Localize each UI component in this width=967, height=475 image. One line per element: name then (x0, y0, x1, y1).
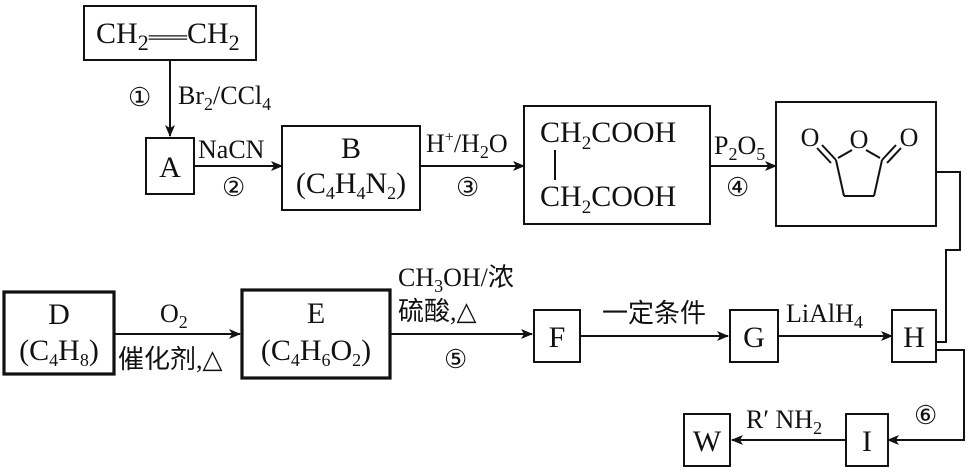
ring-bond (835, 159, 845, 197)
ring-oxygen: O (850, 125, 869, 154)
carbonyl-oxygen-right: O (900, 123, 919, 152)
D-to-E-reagent-top: O2 (160, 299, 188, 332)
succinic-top: CH2COOH (540, 116, 676, 154)
succinic-bottom: CH2COOH (540, 180, 676, 218)
anhydride-to-H-connector (936, 171, 961, 343)
node-B-formula: (C4H4N2) (296, 167, 406, 203)
carbonyl-bond (881, 144, 897, 161)
node-A-label: A (159, 151, 181, 184)
node-E-box (240, 288, 392, 380)
node-I-label: I (862, 425, 872, 458)
node-E-formula: (C4H6O2) (261, 334, 371, 370)
F-to-G-condition: 一定条件 (602, 299, 706, 328)
node-D-label: D (48, 298, 70, 331)
ethylene-formula: CH2═══CH2 (96, 17, 240, 55)
succinic-anhydride-structure: O O O (801, 123, 919, 197)
ring-bond (837, 149, 853, 159)
anhydride-box (775, 101, 937, 227)
carbonyl-oxygen-left: O (801, 123, 820, 152)
node-H-label: H (903, 321, 925, 354)
node-G-label: G (743, 321, 765, 354)
node-W-box (683, 413, 731, 467)
step4-number: ④ (726, 173, 749, 202)
step6-number: ⑥ (914, 401, 937, 430)
step3-reagent: H+/H2O (426, 129, 508, 162)
step5-number: ⑤ (444, 345, 467, 374)
node-G-box (729, 309, 779, 363)
step1-reagent: Br2/CCl4 (178, 81, 271, 114)
step4-reagent: P2O5 (714, 131, 765, 164)
carbonyl-bond (821, 144, 837, 161)
node-B-box (281, 125, 421, 211)
ring-bond (865, 149, 881, 159)
I-to-W-reagent: R′ NH2 (746, 405, 822, 438)
node-D-formula: (C4H8) (19, 334, 99, 370)
ring-bond (873, 159, 883, 197)
G-to-H-reagent: LiAlH4 (786, 299, 863, 332)
step5-reagent-line2: 硫酸,△ (398, 297, 477, 326)
step6-arrow (887, 349, 965, 445)
D-to-E-reagent-bottom: 催化剂,△ (118, 345, 223, 374)
step2-reagent: NaCN (198, 135, 265, 164)
node-H-box (891, 309, 937, 363)
carbonyl-bond (886, 147, 902, 164)
node-D-box (2, 290, 116, 376)
ethylene-box (83, 5, 257, 61)
node-A-box (145, 137, 195, 195)
node-F-box (533, 309, 581, 363)
carbonyl-bond (816, 147, 832, 164)
node-B-label: B (341, 132, 361, 165)
step1-number: ① (128, 83, 151, 112)
node-W-label: W (693, 425, 722, 458)
node-E-label: E (307, 297, 325, 330)
step5-reagent-line1: CH3OH/浓 (398, 263, 514, 296)
step3-number: ③ (456, 173, 479, 202)
node-F-label: F (549, 321, 566, 354)
step2-number: ② (222, 173, 245, 202)
